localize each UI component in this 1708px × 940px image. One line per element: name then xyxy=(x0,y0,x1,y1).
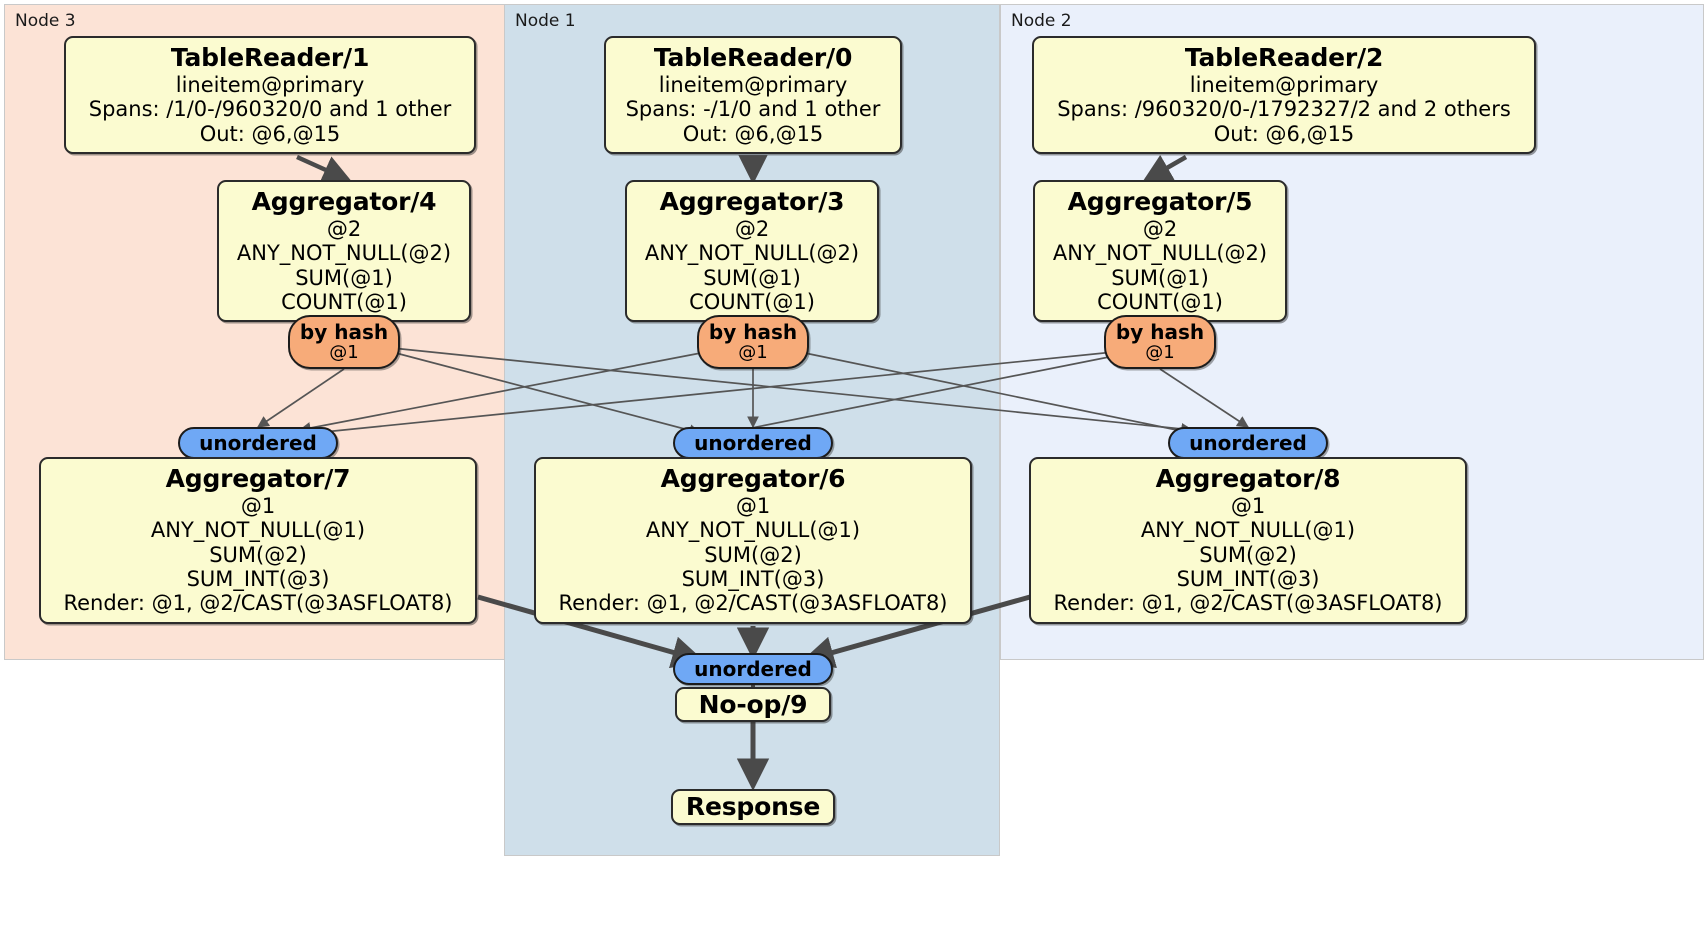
processor-title: TableReader/1 xyxy=(170,43,370,72)
processor-response[interactable]: Response xyxy=(671,789,835,825)
processor-line: SUM(@2) xyxy=(1199,542,1297,567)
router-unordered-final[interactable]: unordered xyxy=(673,653,833,685)
router-kind-label: unordered xyxy=(1189,431,1307,455)
processor-line: SUM(@2) xyxy=(209,542,307,567)
processor-aggregator-4[interactable]: Aggregator/4 @2 ANY_NOT_NULL(@2) SUM(@1)… xyxy=(217,180,471,323)
router-columns-label: @1 xyxy=(329,342,359,364)
processor-title: Aggregator/8 xyxy=(1155,464,1341,493)
processor-line: ANY_NOT_NULL(@1) xyxy=(1140,518,1356,543)
region-label-node-2: Node 2 xyxy=(1011,11,1072,31)
processor-title: Response xyxy=(685,792,821,821)
processor-line: @1 xyxy=(1230,494,1266,518)
processor-aggregator-7[interactable]: Aggregator/7 @1 ANY_NOT_NULL(@1) SUM(@2)… xyxy=(39,457,477,624)
router-columns-label: @1 xyxy=(1145,342,1175,364)
processor-line: Spans: /960320/0-/1792327/2 and 2 others xyxy=(1057,97,1511,122)
processor-line: @2 xyxy=(734,217,770,241)
processor-line: Out: @6,@15 xyxy=(682,121,824,146)
processor-aggregator-8[interactable]: Aggregator/8 @1 ANY_NOT_NULL(@1) SUM(@2)… xyxy=(1029,457,1467,624)
processor-line: SUM(@1) xyxy=(1111,265,1209,290)
processor-tablereader-1[interactable]: TableReader/1 lineitem@primary Spans: /1… xyxy=(64,36,476,155)
router-unordered-center[interactable]: unordered xyxy=(673,427,833,459)
router-by-hash-left[interactable]: by hash @1 xyxy=(288,315,400,369)
processor-line: ANY_NOT_NULL(@2) xyxy=(236,241,452,266)
processor-line: COUNT(@1) xyxy=(1097,290,1223,315)
processor-line: @2 xyxy=(326,217,362,241)
processor-line: @1 xyxy=(735,494,771,518)
processor-title: Aggregator/5 xyxy=(1067,187,1253,216)
processor-title: Aggregator/6 xyxy=(660,464,846,493)
processor-aggregator-6[interactable]: Aggregator/6 @1 ANY_NOT_NULL(@1) SUM(@2)… xyxy=(534,457,972,624)
processor-line: SUM(@1) xyxy=(703,265,801,290)
router-columns-label: @1 xyxy=(738,342,768,364)
processor-title: TableReader/2 xyxy=(1184,43,1384,72)
processor-title: Aggregator/3 xyxy=(659,187,845,216)
router-by-hash-center[interactable]: by hash @1 xyxy=(697,315,809,369)
processor-title: TableReader/0 xyxy=(653,43,853,72)
processor-line: lineitem@primary xyxy=(658,73,848,97)
processor-tablereader-0[interactable]: TableReader/0 lineitem@primary Spans: -/… xyxy=(604,36,902,155)
processor-line: @2 xyxy=(1142,217,1178,241)
processor-line: lineitem@primary xyxy=(1189,73,1379,97)
region-label-node-1: Node 1 xyxy=(515,11,576,31)
processor-line: COUNT(@1) xyxy=(281,290,407,315)
processor-line: ANY_NOT_NULL(@2) xyxy=(644,241,860,266)
processor-aggregator-5[interactable]: Aggregator/5 @2 ANY_NOT_NULL(@2) SUM(@1)… xyxy=(1033,180,1287,323)
router-kind-label: by hash xyxy=(708,320,798,345)
processor-tablereader-2[interactable]: TableReader/2 lineitem@primary Spans: /9… xyxy=(1032,36,1536,155)
router-kind-label: by hash xyxy=(299,320,389,345)
router-kind-label: unordered xyxy=(694,431,812,455)
processor-line: Out: @6,@15 xyxy=(1213,121,1355,146)
router-kind-label: by hash xyxy=(1115,320,1205,345)
router-kind-label: unordered xyxy=(694,657,812,681)
region-label-node-3: Node 3 xyxy=(15,11,76,31)
processor-line: ANY_NOT_NULL(@1) xyxy=(150,518,366,543)
processor-aggregator-3[interactable]: Aggregator/3 @2 ANY_NOT_NULL(@2) SUM(@1)… xyxy=(625,180,879,323)
processor-line: ANY_NOT_NULL(@2) xyxy=(1052,241,1268,266)
processor-line: SUM_INT(@3) xyxy=(681,567,825,592)
processor-line: SUM(@1) xyxy=(295,265,393,290)
processor-line: ANY_NOT_NULL(@1) xyxy=(645,518,861,543)
processor-line: COUNT(@1) xyxy=(689,290,815,315)
processor-line: SUM_INT(@3) xyxy=(186,567,330,592)
processor-line: Spans: /1/0-/960320/0 and 1 other xyxy=(88,97,452,122)
processor-title: Aggregator/4 xyxy=(251,187,437,216)
processor-line: Render: @1, @2/CAST(@3ASFLOAT8) xyxy=(63,591,453,616)
processor-line: SUM_INT(@3) xyxy=(1176,567,1320,592)
processor-line: lineitem@primary xyxy=(175,73,365,97)
processor-title: Aggregator/7 xyxy=(165,464,351,493)
processor-line: Out: @6,@15 xyxy=(199,121,341,146)
processor-line: @1 xyxy=(240,494,276,518)
router-unordered-right[interactable]: unordered xyxy=(1168,427,1328,459)
processor-line: Render: @1, @2/CAST(@3ASFLOAT8) xyxy=(558,591,948,616)
processor-line: Spans: -/1/0 and 1 other xyxy=(625,97,881,122)
router-kind-label: unordered xyxy=(199,431,317,455)
processor-line: Render: @1, @2/CAST(@3ASFLOAT8) xyxy=(1053,591,1443,616)
router-unordered-left[interactable]: unordered xyxy=(178,427,338,459)
processor-title: No-op/9 xyxy=(698,689,808,719)
router-by-hash-right[interactable]: by hash @1 xyxy=(1104,315,1216,369)
processor-line: SUM(@2) xyxy=(704,542,802,567)
processor-noop-9[interactable]: No-op/9 xyxy=(675,687,831,722)
